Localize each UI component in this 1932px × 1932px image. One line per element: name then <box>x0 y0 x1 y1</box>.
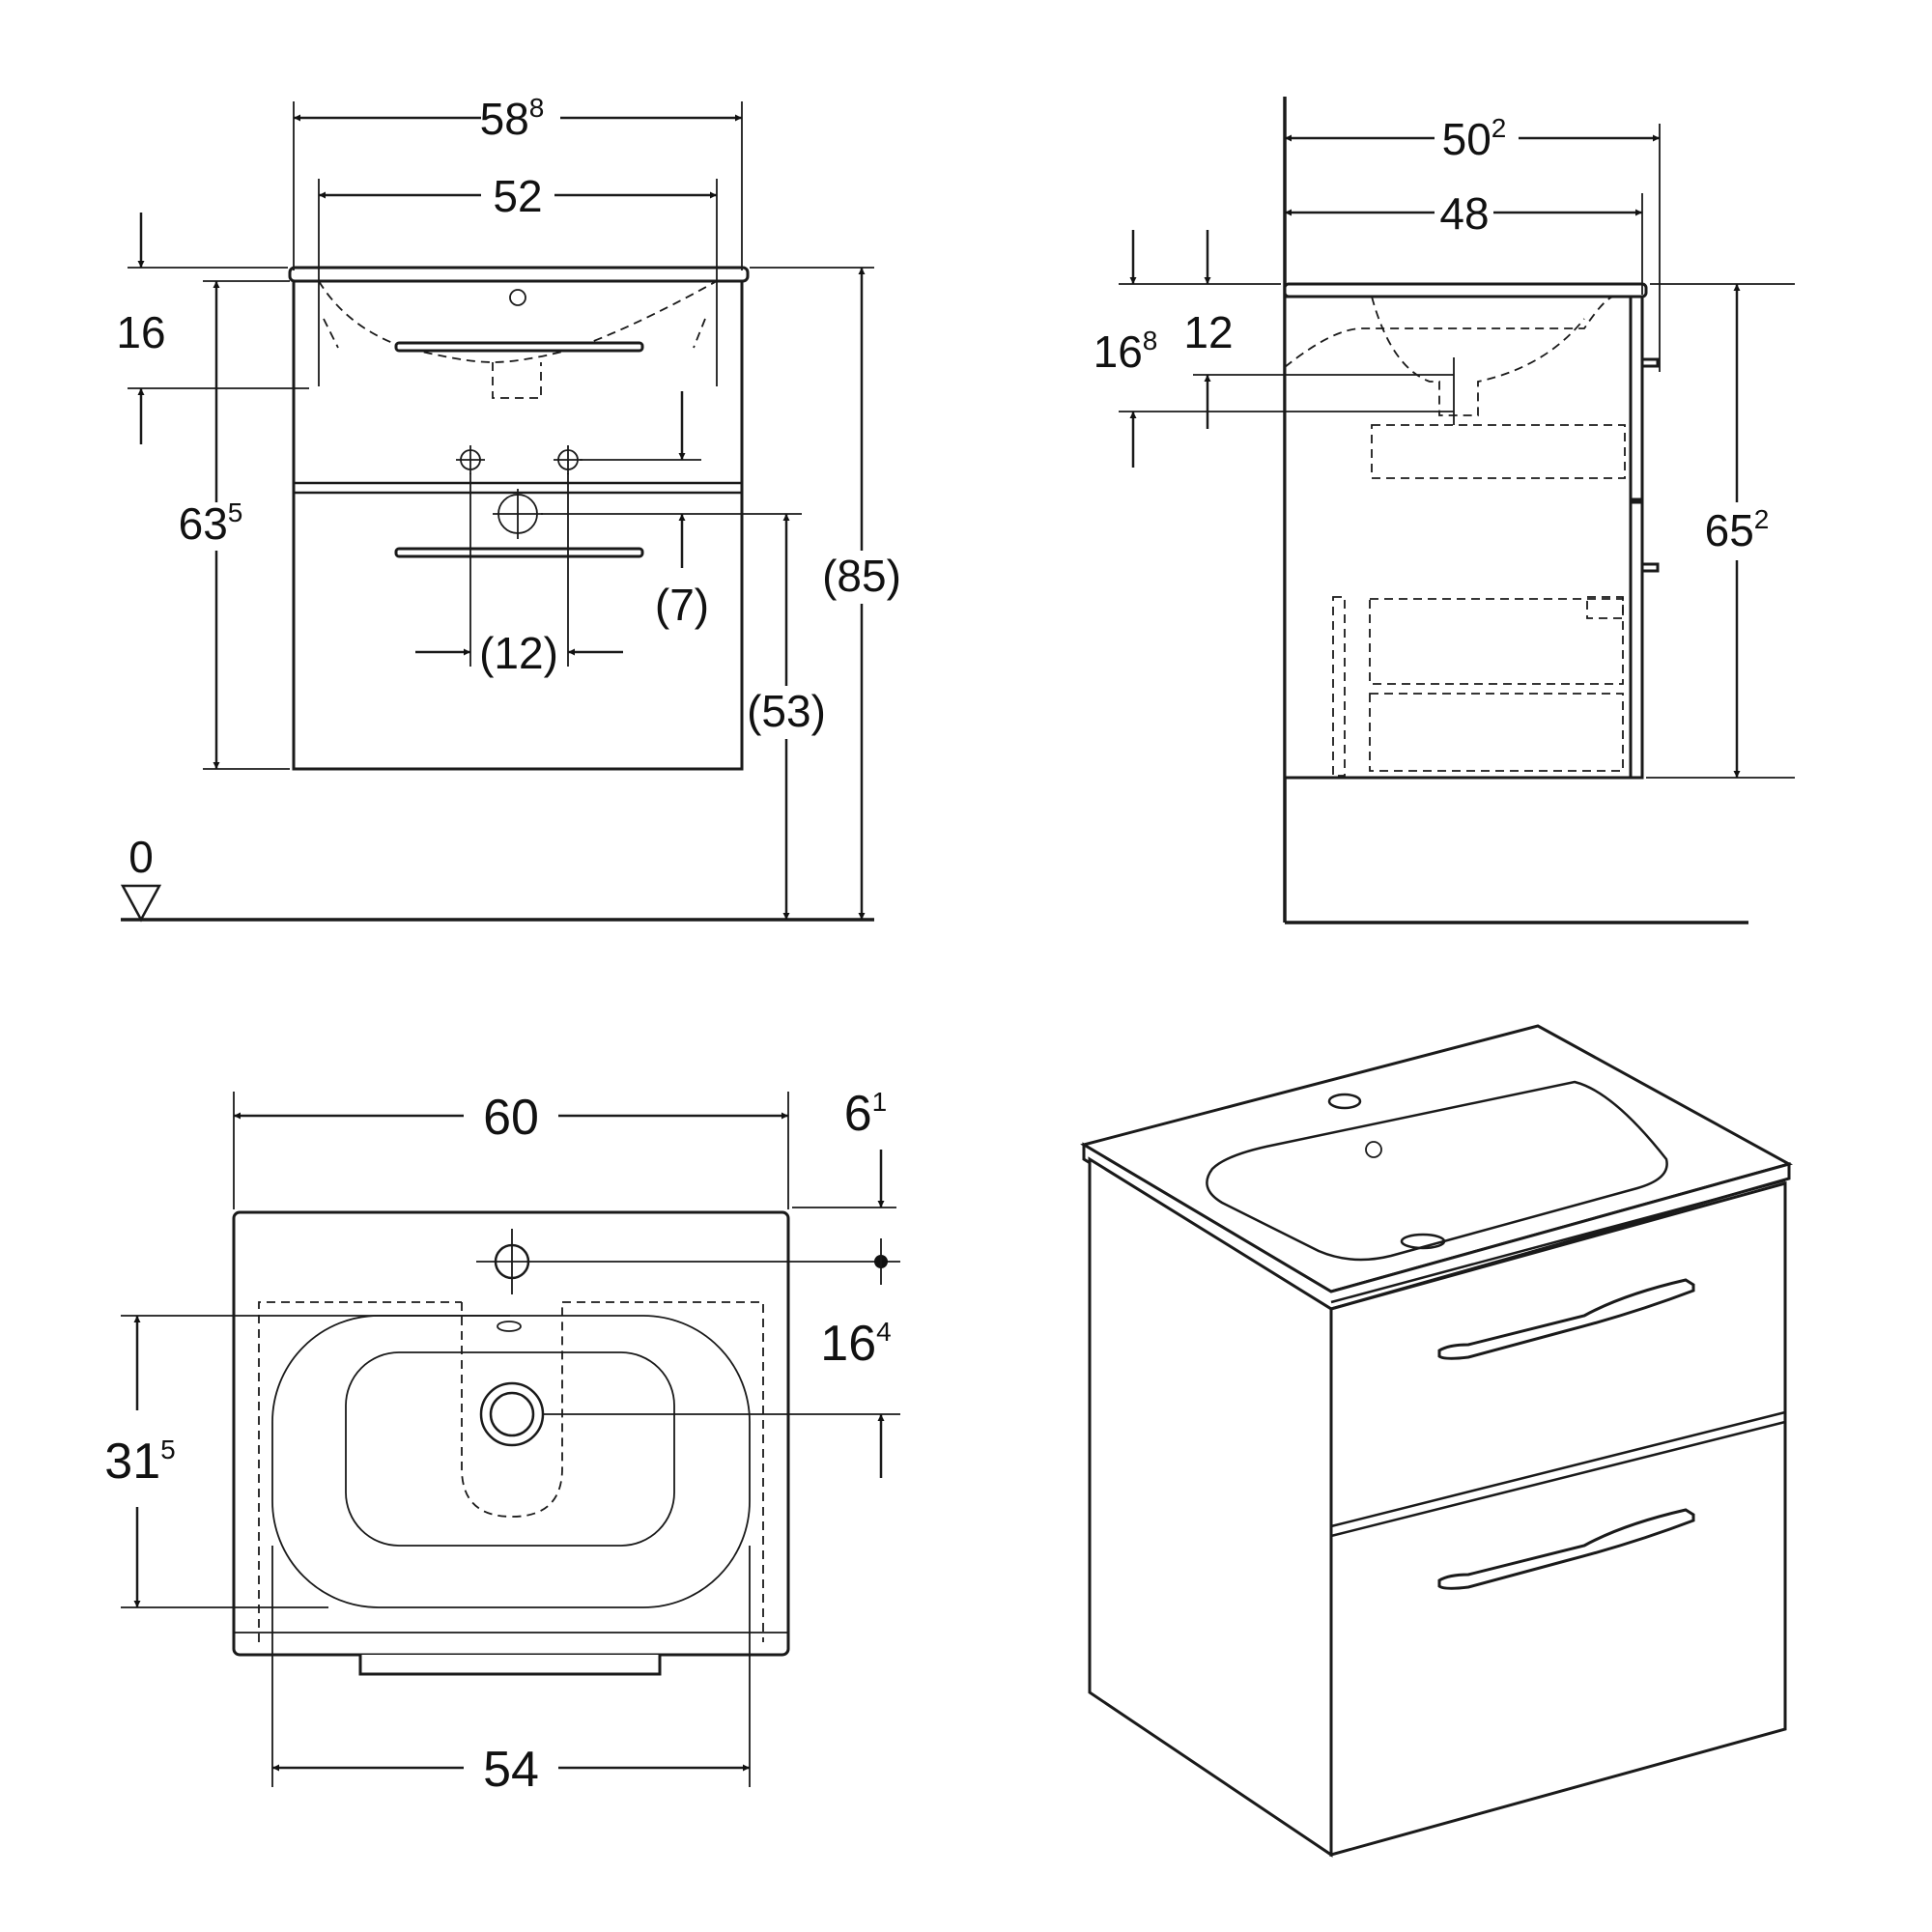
side-view: 502 48 168 12 652 <box>1094 97 1795 924</box>
front-waste-hidden <box>492 362 542 399</box>
front-cabinet-height-label: 635 <box>179 497 243 549</box>
front-bottom-drawer-handle <box>394 547 644 558</box>
top-cabinet-width-label: 54 <box>483 1742 539 1798</box>
side-basin-rim <box>1283 282 1648 298</box>
iso-drawer-split-2 <box>1330 1420 1786 1538</box>
side-drawer-runner <box>1332 596 1346 777</box>
side-cabinet <box>1283 295 1633 780</box>
side-bowl-hidden-inner <box>1371 296 1585 416</box>
front-top-offset-label: 16 <box>116 307 165 357</box>
front-bowl-hidden <box>318 280 718 363</box>
front-waste-height-label: (53) <box>747 686 826 736</box>
side-bottom-drawer-box <box>1369 693 1624 772</box>
front-bowl-width-label: 52 <box>493 171 542 221</box>
iso-bottom-drawer-handle <box>1437 1508 1695 1590</box>
side-bowl-hidden-outer <box>1284 296 1614 368</box>
iso-drawer-top-line <box>1330 1179 1786 1304</box>
level-symbol <box>120 884 162 923</box>
side-runner-stop <box>1586 596 1624 619</box>
front-waste-offset-label: (7) <box>655 580 709 630</box>
top-overflow-channel <box>461 1302 563 1518</box>
front-overall-height-label: (85) <box>822 551 901 601</box>
side-bottom-drawer-front <box>1629 500 1644 780</box>
iso-bowl <box>1206 1080 1668 1262</box>
side-bottom-handle <box>1640 562 1660 573</box>
side-top-drawer-box <box>1371 424 1626 479</box>
top-bowl-outer <box>271 1315 751 1608</box>
iso-waste <box>1400 1233 1446 1250</box>
top-handle-outline <box>358 1655 662 1676</box>
top-bowl-inner <box>345 1351 675 1547</box>
side-bottom-drawer-box-upper <box>1369 598 1624 685</box>
side-drop-a-label: 168 <box>1094 326 1158 377</box>
top-overflow <box>497 1321 522 1332</box>
top-rear-offset-label: 61 <box>844 1086 888 1142</box>
iso-tap-hole <box>1327 1093 1362 1110</box>
front-bowl-supports <box>323 318 706 349</box>
iso-top-drawer-handle <box>1437 1278 1695 1360</box>
side-drop-b-label: 12 <box>1183 307 1233 357</box>
front-view: 0 588 52 <box>116 93 901 923</box>
top-tap-to-waste-label: 164 <box>820 1316 891 1372</box>
front-overflow-circle <box>509 289 526 306</box>
isometric-view <box>1080 1024 1793 1858</box>
front-top-drawer-handle <box>394 341 644 353</box>
iso-drawer-split-1 <box>1330 1410 1786 1528</box>
top-bowl-depth-label: 315 <box>104 1434 175 1490</box>
top-overall-width-label: 60 <box>483 1090 539 1146</box>
top-waste-inner <box>489 1391 535 1437</box>
front-supply-spacing-label: (12) <box>479 628 558 678</box>
front-overall-width-label: 588 <box>480 93 545 144</box>
front-basin-rim <box>288 266 750 283</box>
iso-basin-edge <box>1082 1142 1791 1311</box>
side-top-handle <box>1640 357 1660 368</box>
iso-overflow <box>1365 1141 1382 1158</box>
side-cabinet-depth-label: 48 <box>1439 188 1489 239</box>
side-overall-depth-label: 502 <box>1442 113 1507 164</box>
floor-level-label: 0 <box>128 832 154 882</box>
side-top-drawer-front <box>1629 295 1644 501</box>
top-view: 60 61 164 315 54 <box>104 1086 900 1798</box>
side-cabinet-height-label: 652 <box>1705 504 1770 555</box>
top-cabinet-hidden <box>258 1301 764 1642</box>
